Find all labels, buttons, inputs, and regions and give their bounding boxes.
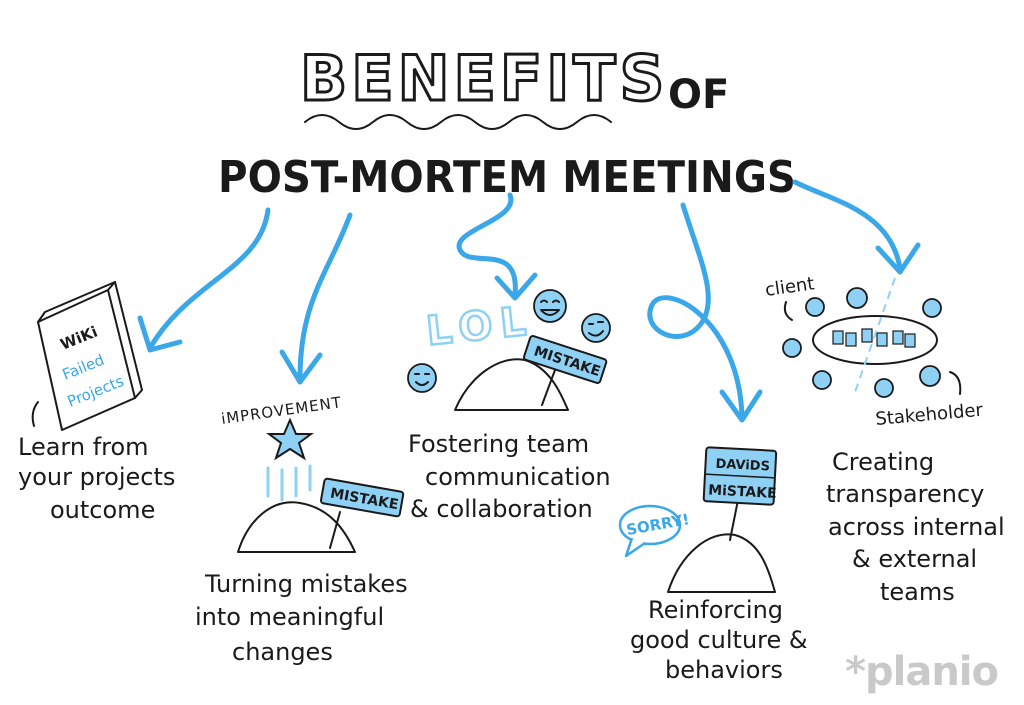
sign-post: [329, 511, 341, 549]
title-wavy-underline: [304, 114, 612, 130]
arrow-to-reinforcing-head: [719, 389, 763, 423]
stakeholder-pointer: [949, 371, 962, 395]
davids-mistake-sign: DAViDS MiSTAKE: [702, 446, 778, 506]
book-mark: [31, 401, 39, 427]
arrow-to-learn-head: [137, 315, 183, 353]
improvement-label: iMPROVEMENT: [220, 393, 343, 428]
arrow-to-learn: [147, 207, 271, 351]
arrow-to-fostering: [456, 192, 518, 298]
star-icon: [266, 417, 314, 461]
benefit-transparency: client Stakeholder Creating transparency…: [764, 273, 1005, 606]
pile-icon: [667, 533, 776, 593]
caption-transparency-3: across internal: [828, 513, 1005, 541]
stakeholder-label: Stakeholder: [875, 400, 985, 430]
caption-reinforcing-1: Reinforcing: [648, 596, 783, 624]
person-face-icon: [846, 287, 868, 309]
caption-learn-2: your projects: [18, 463, 175, 491]
title: BENEFITS OF POST-MORTEM MEETINGS: [218, 41, 796, 204]
benefit-improvement: iMPROVEMENT MISTAKE Turning mistakes int…: [195, 393, 408, 666]
arrow-to-fostering-head: [494, 272, 538, 301]
people-faces: [782, 287, 942, 398]
sign-post: [729, 499, 739, 541]
person-face-icon: [874, 378, 894, 398]
arrow-to-improvement-head: [279, 349, 323, 385]
title-line-post-mortem: POST-MORTEM MEETINGS: [218, 152, 796, 203]
arrows: [137, 179, 921, 423]
person-face-icon: [922, 298, 942, 318]
laugh-face-icon: [407, 363, 437, 393]
benefit-fostering: LOL MISTAKE Fostering team communication…: [407, 289, 611, 523]
title-word-benefits: BENEFITS: [300, 42, 668, 115]
caption-improvement-3: changes: [232, 638, 333, 666]
client-pointer: [783, 301, 793, 321]
caption-transparency-5: teams: [880, 578, 955, 606]
person-face-icon: [919, 365, 941, 387]
lol-label: LOL: [424, 298, 536, 355]
benefit-learn: WiKi Failed Projects Learn from your pro…: [18, 281, 175, 524]
title-word-of: OF: [668, 72, 729, 118]
arrow-to-transparency: [792, 179, 903, 271]
arrow-to-improvement: [297, 212, 353, 381]
grin-face-icon: [533, 289, 567, 323]
wiki-book-icon: WiKi Failed Projects: [37, 281, 143, 431]
person-face-icon: [782, 338, 802, 358]
book-title: WiKi: [58, 323, 100, 354]
caption-fostering-3: & collaboration: [410, 495, 593, 523]
caption-learn-1: Learn from: [18, 433, 149, 461]
sign-davids-text: DAViDS: [715, 457, 770, 475]
arrow-to-reinforcing: [647, 202, 745, 421]
caption-improvement-1: Turning mistakes: [204, 570, 408, 598]
caption-improvement-2: into meaningful: [195, 603, 384, 631]
pile-icon: [237, 501, 356, 553]
caption-reinforcing-2: good culture &: [630, 626, 808, 654]
sorry-speech-bubble: SORRY!: [618, 504, 691, 558]
divider-line: [854, 277, 896, 393]
caption-fostering-1: Fostering team: [408, 430, 589, 458]
caption-transparency-2: transparency: [826, 480, 984, 508]
caption-transparency-1: Creating: [832, 448, 934, 476]
caption-fostering-2: communication: [425, 463, 611, 491]
person-face-icon: [805, 297, 825, 317]
client-label: client: [764, 273, 816, 301]
caption-reinforcing-3: behaviors: [665, 656, 783, 684]
wink-face-icon: [581, 313, 611, 343]
caption-learn-3: outcome: [50, 496, 155, 524]
benefit-reinforcing: SORRY! DAViDS MiSTAKE Reinforcing good c…: [618, 446, 808, 684]
documents-icon: [832, 328, 916, 348]
mistake-sign: MISTAKE: [319, 477, 405, 518]
sign-mistake-text: MiSTAKE: [708, 482, 777, 502]
sparkle-lines: [266, 464, 312, 502]
caption-transparency-4: & external: [852, 545, 977, 573]
sign-post: [541, 369, 556, 406]
meeting-table: [812, 315, 938, 365]
book-line1: Failed: [60, 351, 107, 384]
arrow-to-transparency-head: [875, 242, 921, 275]
person-face-icon: [812, 370, 832, 390]
planio-logo: *planio: [845, 649, 999, 695]
